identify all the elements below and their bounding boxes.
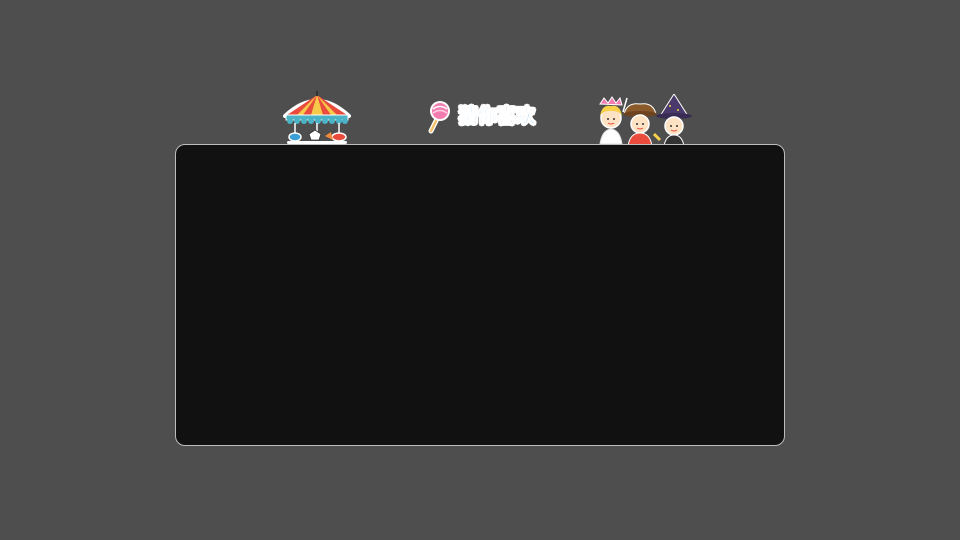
kids-costume-icon	[599, 94, 692, 146]
section-title: 猜你喜欢	[459, 105, 536, 128]
lollipop-icon	[428, 101, 450, 134]
carousel-icon	[283, 91, 351, 144]
content-panel	[175, 144, 785, 446]
